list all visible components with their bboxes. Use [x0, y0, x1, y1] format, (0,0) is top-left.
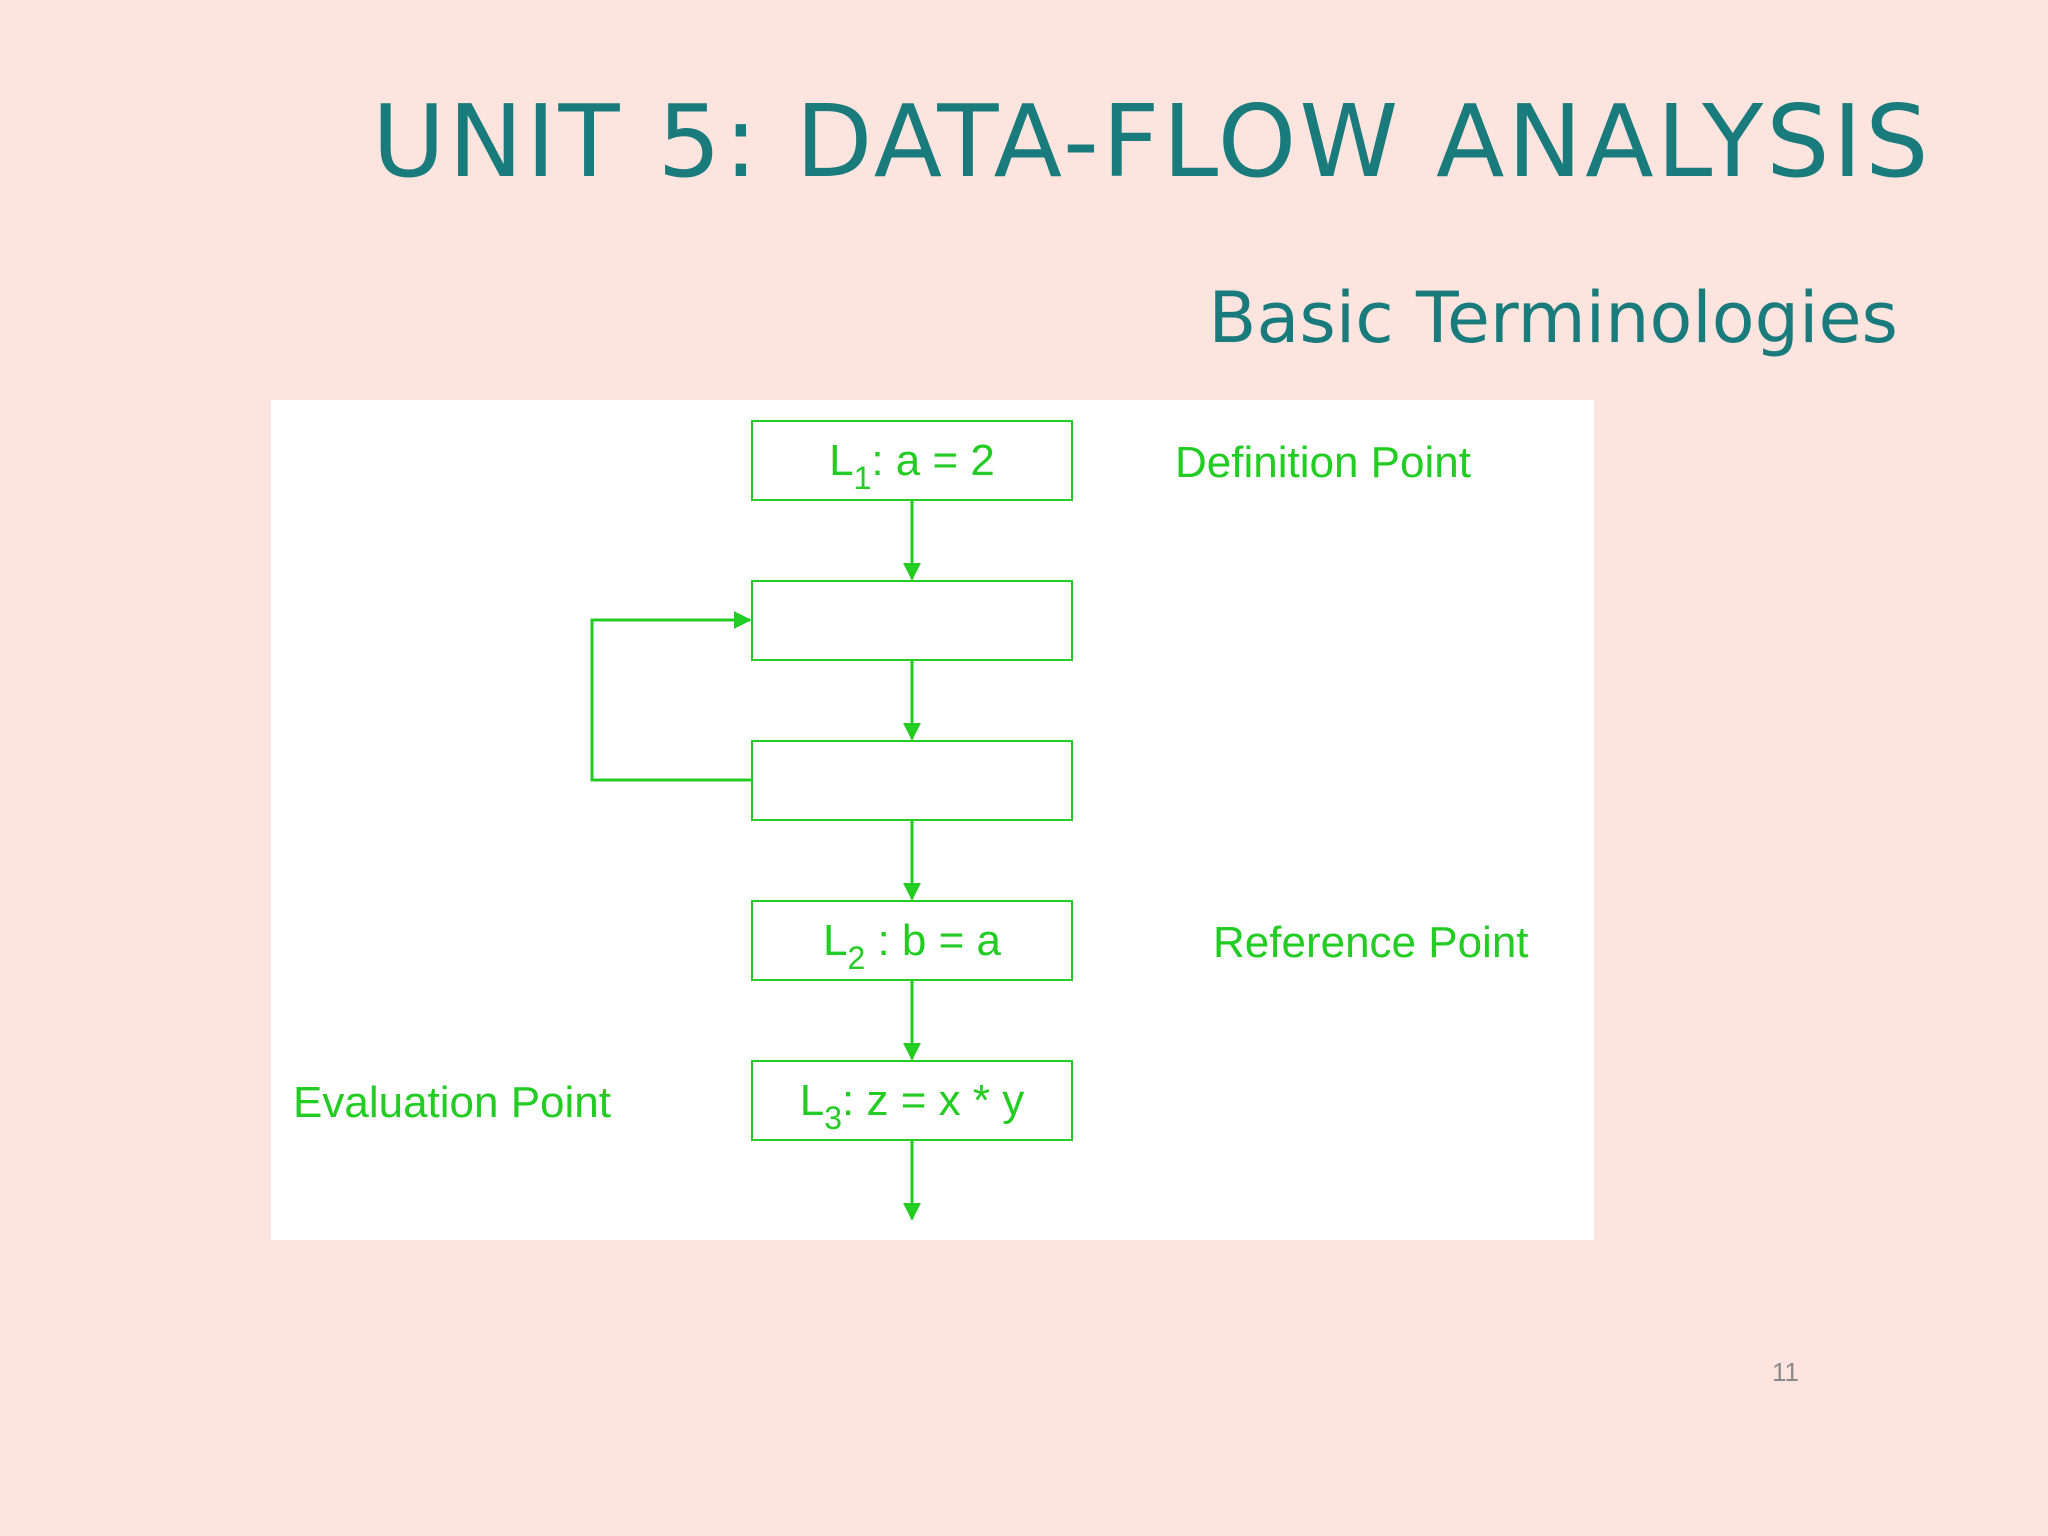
- flow-diagram: L1: a = 2 L2 : b = a L3: z = x * y Defin…: [293, 420, 1529, 1221]
- reference-point-label: Reference Point: [1213, 918, 1529, 967]
- flow-diagram-panel: L1: a = 2 L2 : b = a L3: z = x * y Defin…: [271, 400, 1594, 1240]
- block-5-text: L3: z = x * y: [800, 1076, 1024, 1136]
- slide-title: UNIT 5: DATA-FLOW ANALYSIS: [372, 83, 1932, 200]
- block-5: [751, 1060, 1073, 1141]
- page-number: 11: [1772, 1357, 1799, 1387]
- block-1: [751, 420, 1073, 501]
- loop-back-arrow: [590, 611, 752, 782]
- block-4-text: L2 : b = a: [823, 916, 1002, 976]
- block-1-text: L1: a = 2: [829, 436, 995, 496]
- definition-point-label: Definition Point: [1175, 438, 1471, 487]
- slide-subtitle: Basic Terminologies: [1208, 277, 1898, 359]
- evaluation-point-label: Evaluation Point: [293, 1078, 611, 1127]
- block-3: [751, 740, 1073, 821]
- block-4: [751, 900, 1073, 981]
- block-2: [751, 580, 1073, 661]
